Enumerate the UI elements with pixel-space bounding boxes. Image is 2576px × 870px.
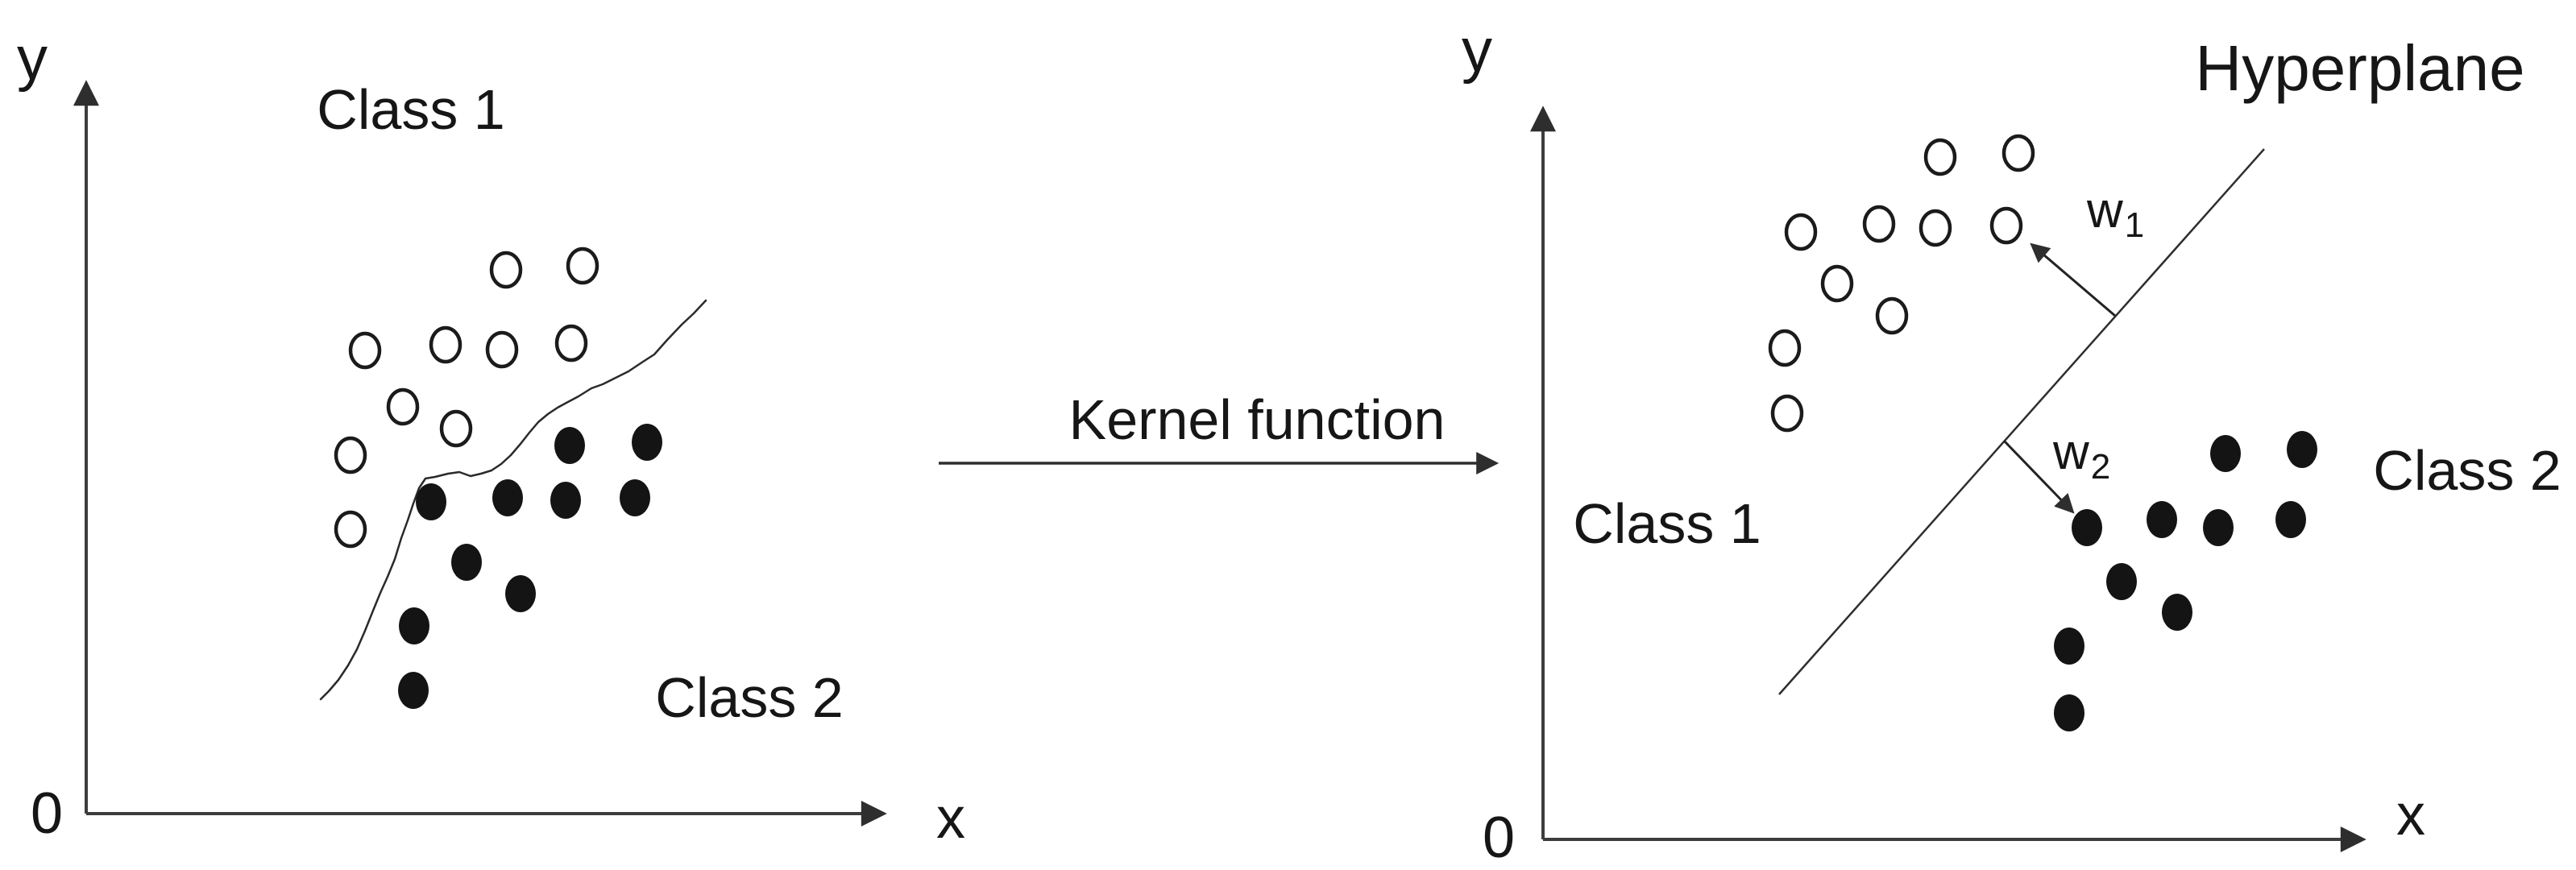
- w2-normal-arrow: [2002, 439, 2075, 514]
- left-label-origin: 0: [31, 781, 63, 846]
- class2-point: [2275, 501, 2306, 538]
- class1-point: [2001, 134, 2035, 172]
- class2-point: [2054, 628, 2084, 665]
- w2-label: w2: [2052, 425, 2110, 487]
- input-space-plot: y 0 x Class 1 Class 2: [17, 24, 965, 851]
- class1-point: [1820, 264, 1854, 303]
- class1-point: [429, 325, 463, 364]
- class1-point: [1862, 205, 1896, 243]
- class2-point: [451, 544, 482, 581]
- left-label-y-axis: y: [17, 24, 48, 93]
- class1-point: [334, 436, 367, 474]
- class2-point: [554, 427, 585, 464]
- class1-point: [489, 251, 523, 289]
- class1-point: [566, 246, 599, 285]
- class1-point: [1768, 329, 1802, 367]
- nonlinear-decision-boundary: [319, 299, 707, 701]
- class1-point: [1989, 206, 2023, 245]
- left-label-class2: Class 2: [655, 666, 843, 729]
- class2-point: [2072, 509, 2102, 546]
- left-label-x-axis: x: [936, 786, 965, 851]
- class1-point: [1875, 296, 1909, 335]
- w1-label-subscript: 1: [2125, 205, 2144, 245]
- class2-point: [505, 575, 536, 612]
- class1-point: [1923, 138, 1957, 176]
- class2-point: [2054, 694, 2084, 731]
- right-label-origin: 0: [1483, 806, 1515, 870]
- class2-point: [620, 479, 650, 516]
- class2-point: [2106, 563, 2137, 600]
- right-label-x-axis: x: [2396, 783, 2425, 847]
- w1-label: w1: [2086, 183, 2144, 245]
- class2-point: [2162, 594, 2192, 631]
- class2-point: [2147, 501, 2177, 538]
- class1-point: [1919, 209, 1952, 247]
- w1-normal-arrow: [2030, 242, 2116, 317]
- right-label-hyperplane: Hyperplane: [2195, 32, 2524, 104]
- class2-point: [492, 479, 523, 516]
- class2-point: [550, 482, 581, 519]
- kernel-function-label: Kernel function: [1069, 388, 1446, 451]
- class1-point: [348, 331, 382, 370]
- right-label-class1: Class 1: [1573, 492, 1761, 555]
- class2-point: [2287, 431, 2317, 468]
- class1-point: [1784, 213, 1818, 251]
- class1-point: [1770, 394, 1804, 433]
- class2-point: [632, 424, 662, 461]
- class1-point: [485, 330, 519, 369]
- class2-point: [399, 607, 429, 644]
- class1-point: [334, 510, 367, 549]
- w2-label-subscript: 2: [2091, 447, 2110, 487]
- class2-point: [398, 672, 429, 709]
- class2-point: [416, 483, 446, 520]
- class2-point: [2203, 509, 2234, 546]
- kernel-transform: Kernel function: [939, 388, 1500, 474]
- class1-point: [554, 324, 588, 362]
- left-label-class1: Class 1: [317, 78, 504, 141]
- right-label-class2: Class 2: [2373, 439, 2561, 502]
- class1-point: [439, 409, 473, 448]
- class2-point: [2210, 435, 2241, 472]
- hyperplane-line: [1778, 148, 2265, 695]
- right-label-y-axis: y: [1462, 16, 1492, 85]
- class1-point: [386, 387, 420, 426]
